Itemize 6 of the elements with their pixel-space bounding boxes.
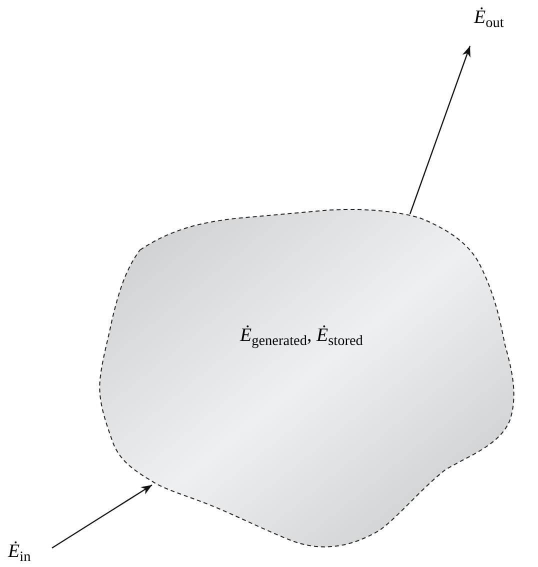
energy-rate-label: Ė$_{in}$ xyxy=(8,538,31,566)
arrow xyxy=(52,484,152,548)
energy-rate-label: Ė$_{out}$ xyxy=(474,4,504,32)
control-volume-region xyxy=(99,208,514,548)
energy-rate-label: Ė$_{generated}$, Ė$_{stored}$ xyxy=(240,324,363,350)
arrow xyxy=(409,46,471,214)
